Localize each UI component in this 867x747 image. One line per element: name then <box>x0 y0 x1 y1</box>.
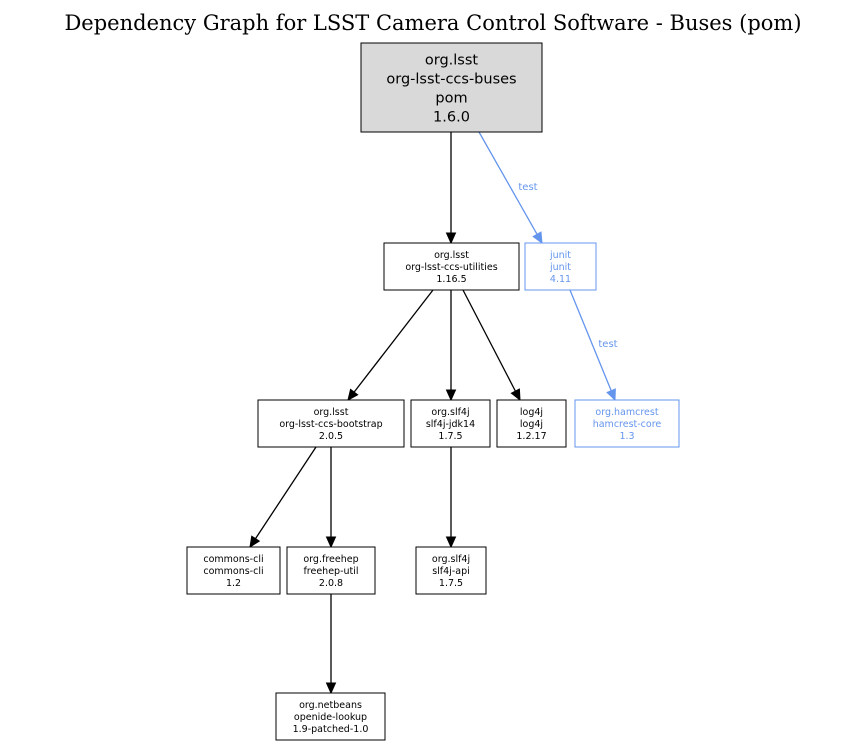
arrowhead <box>347 388 359 401</box>
node-box <box>574 399 680 448</box>
edge-bootstrap-to-commons-cli <box>249 446 317 549</box>
edge-junit-to-hamcrest: test <box>569 289 618 402</box>
node-label-line: 1.2.17 <box>516 431 546 442</box>
node-label-line: log4j <box>520 407 543 418</box>
node-label-line: org.slf4j <box>432 554 470 565</box>
node-label-line: org.lsst <box>314 407 349 418</box>
node-label-line: 1.3 <box>619 431 634 442</box>
node-label-line: log4j <box>520 419 543 430</box>
edge-line <box>569 289 612 391</box>
node-label-line: org.lsst <box>425 52 479 68</box>
edge-line <box>254 446 317 540</box>
node-box <box>275 692 386 741</box>
node-label-line: commons-cli <box>203 566 263 577</box>
arrowhead <box>532 231 543 245</box>
node-label-line: 2.0.8 <box>319 578 343 589</box>
edge-utilities-to-bootstrap <box>347 289 434 401</box>
node-label-line: commons-cli <box>203 554 263 565</box>
node-label-line: 1.7.5 <box>438 431 462 442</box>
node-label-line: 1.9-patched-1.0 <box>293 724 369 735</box>
edge-freehep-to-openide <box>325 594 337 695</box>
node-label-line: pom <box>435 90 467 106</box>
node-label-line: 2.0.5 <box>319 431 343 442</box>
arrowhead <box>445 232 457 245</box>
node-label-line: slf4j-api <box>432 566 470 577</box>
node-box <box>383 242 520 291</box>
edge-root-to-utilities <box>445 132 457 245</box>
node-label-line: org.hamcrest <box>595 407 658 418</box>
node-label-line: 1.2 <box>226 578 241 589</box>
arrowhead <box>249 535 261 549</box>
edge-utilities-to-slf4j-jdk14 <box>445 290 457 402</box>
node-label-line: org-lsst-ccs-buses <box>386 71 516 87</box>
node-label-line: org.netbeans <box>299 700 362 711</box>
arrowhead <box>445 536 457 549</box>
node-label-line: org.lsst <box>434 250 469 261</box>
edge-line <box>462 289 516 392</box>
arrowhead <box>325 682 337 695</box>
arrowhead <box>445 389 457 402</box>
node-box <box>286 546 376 595</box>
node-label-line: junit <box>549 250 571 261</box>
node-box <box>360 42 543 133</box>
node-label-line: 1.6.0 <box>433 109 470 125</box>
node-label-line: org.slf4j <box>431 407 469 418</box>
edge-root-to-junit: test <box>478 131 543 245</box>
node-box <box>410 399 491 448</box>
edge-bootstrap-to-freehep <box>325 447 337 549</box>
node-box <box>496 399 567 448</box>
arrowhead <box>325 536 337 549</box>
node-label-line: junit <box>549 262 571 273</box>
node-openide: org.netbeansopenide-lookup1.9-patched-1.… <box>275 692 386 741</box>
edge-label: test <box>598 339 617 350</box>
edges-layer: test test <box>249 131 618 695</box>
node-label-line: 1.7.5 <box>439 578 463 589</box>
node-label-line: hamcrest-core <box>593 419 662 430</box>
node-label-line: freehep-util <box>303 566 358 577</box>
node-label-line: org-lsst-ccs-utilities <box>405 262 497 273</box>
nodes-layer: org.lsstorg-lsst-ccs-busespom1.6.0org.ls… <box>186 42 680 741</box>
node-label-line: openide-lookup <box>294 712 367 723</box>
edge-line <box>478 131 538 235</box>
node-label-line: slf4j-jdk14 <box>426 419 475 430</box>
edge-label: test <box>518 182 537 193</box>
graph-title: Dependency Graph for LSST Camera Control… <box>64 11 801 35</box>
node-label-line: org.freehep <box>303 554 358 565</box>
node-label-line: org-lsst-ccs-bootstrap <box>279 419 382 430</box>
arrowhead <box>606 388 616 402</box>
edge-slf4j-jdk14-to-slf4j-api <box>445 447 457 549</box>
node-box <box>257 399 405 448</box>
node-root: org.lsst org-lsst-ccs-buses pom 1.6.0 <box>360 42 543 133</box>
node-box <box>415 546 487 595</box>
node-box <box>524 242 597 291</box>
node-label-line: 1.16.5 <box>436 274 466 285</box>
node-label-line: 4.11 <box>550 274 571 285</box>
node-box <box>186 546 281 595</box>
arrowhead <box>510 388 521 402</box>
edge-utilities-to-log4j <box>462 289 521 402</box>
edge-line <box>353 289 434 393</box>
